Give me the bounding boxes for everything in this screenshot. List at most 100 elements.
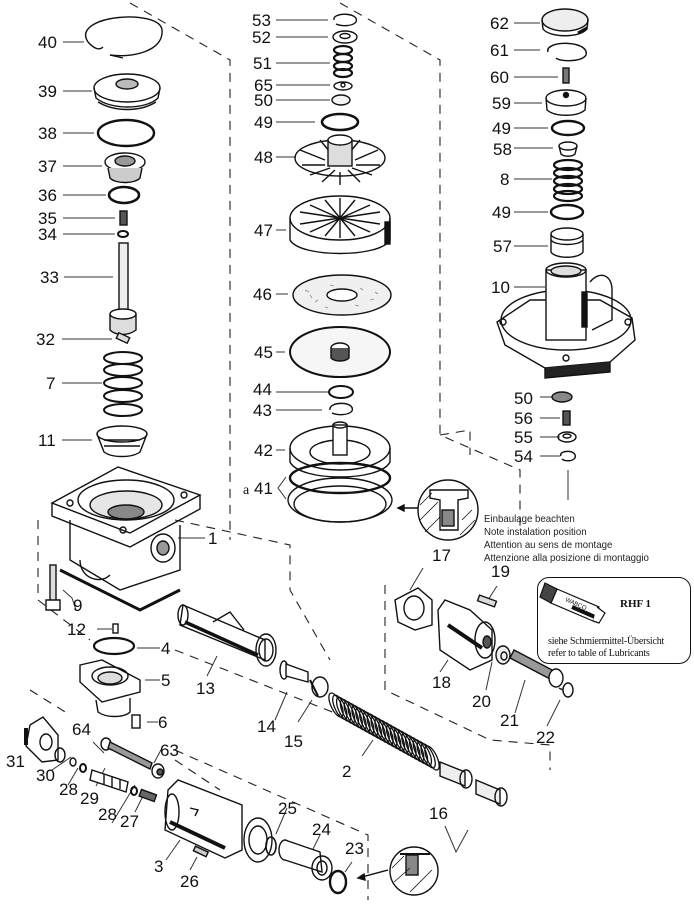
part-17-gasket xyxy=(394,587,433,631)
part-label-61: 61 xyxy=(490,41,509,60)
part-label-57: 57 xyxy=(493,237,512,256)
part-label-19: 19 xyxy=(491,562,510,581)
part-label-37: 37 xyxy=(38,157,57,176)
part-label-3: 3 xyxy=(154,857,164,876)
part-label-7: 7 xyxy=(46,374,56,393)
part-41-seal-rings xyxy=(287,461,393,523)
lubricant-ref-line-2: refer to table of Lubricants xyxy=(548,648,650,659)
part-43-circlip xyxy=(329,402,353,416)
part-label-58: 58 xyxy=(493,140,512,159)
part-36-o-ring xyxy=(107,185,141,205)
note-line-en: Note instalation position xyxy=(484,526,587,538)
part-label-42: 42 xyxy=(254,441,273,460)
part-label-46: 46 xyxy=(253,285,272,304)
part-33-piston-rod xyxy=(109,242,137,336)
part-40-circlip xyxy=(84,16,163,59)
part-label-55: 55 xyxy=(514,428,533,447)
part-34-ring xyxy=(117,230,129,238)
part-label-53: 53 xyxy=(252,11,271,30)
detail-circle-upper xyxy=(396,479,479,541)
note-line-it: Attenzione alla posizione di montaggio xyxy=(484,552,649,564)
part-label-36: 36 xyxy=(38,186,57,205)
part-label-65: 65 xyxy=(254,76,273,95)
part-61-circlip xyxy=(547,42,587,62)
part-label-30: 30 xyxy=(36,766,55,785)
part-label-64: 64 xyxy=(72,720,91,739)
part-label-47: 47 xyxy=(254,221,273,240)
part-5-flange xyxy=(79,659,141,718)
part-1-housing xyxy=(50,466,202,612)
part-62-cap xyxy=(541,8,589,37)
part-38-o-ring xyxy=(96,118,156,148)
part-65-disc xyxy=(333,81,353,91)
part-label-31: 31 xyxy=(6,752,25,771)
part-label-12: 12 xyxy=(67,620,86,639)
part-label-29: 29 xyxy=(80,789,99,808)
part-52-washer xyxy=(332,30,358,44)
part-label-28-b: 28 xyxy=(98,805,117,824)
part-label-49: 49 xyxy=(254,113,273,132)
spring-coil xyxy=(416,741,433,767)
part-label-27: 27 xyxy=(120,812,139,831)
part-label-41-prefix: a xyxy=(243,483,250,498)
part-label-18: 18 xyxy=(432,673,451,692)
part-37-valve-seat xyxy=(104,152,146,184)
part-11-spring-cup xyxy=(96,425,148,458)
part-14-piston xyxy=(279,660,309,683)
detail-circle-lower xyxy=(356,846,439,896)
part-label-6: 6 xyxy=(158,713,168,732)
part-label-20: 20 xyxy=(472,692,491,711)
part-22-cap xyxy=(558,682,574,698)
part-label-45: 45 xyxy=(254,343,273,362)
part-27-spring xyxy=(138,788,158,803)
part-label-17: 17 xyxy=(432,546,451,565)
part-label-51: 51 xyxy=(253,54,272,73)
part-64-bolt xyxy=(100,737,153,770)
part-label-62: 62 xyxy=(490,14,509,33)
part-16-guide-pieces xyxy=(439,760,508,807)
part-59-valve-cover xyxy=(545,89,587,116)
part-13-sleeve xyxy=(177,604,277,667)
part-label-50-lower: 50 xyxy=(514,389,533,408)
lubricant-ref-line-1: siehe Schmiermittel-Übersicht xyxy=(548,636,665,647)
part-label-25: 25 xyxy=(278,799,297,818)
part-label-23: 23 xyxy=(345,839,364,858)
part-54-circlip xyxy=(560,450,576,462)
part-label-50: 50 xyxy=(254,91,273,110)
part-label-24: 24 xyxy=(312,820,331,839)
part-18-cylinder-housing xyxy=(437,599,496,671)
part-label-59: 59 xyxy=(492,94,511,113)
part-label-28-a: 28 xyxy=(59,780,78,799)
part-label-11: 11 xyxy=(38,431,56,450)
part-label-39: 39 xyxy=(38,82,57,101)
part-label-34: 34 xyxy=(38,225,57,244)
part-45-diaphragm xyxy=(289,326,391,378)
part-12-screw xyxy=(112,623,119,634)
part-label-8: 8 xyxy=(500,170,510,189)
part-label-13: 13 xyxy=(196,679,215,698)
part-label-15: 15 xyxy=(284,732,303,751)
part-label-48: 48 xyxy=(254,148,273,167)
part-32-pin xyxy=(115,331,131,345)
part-label-16: 16 xyxy=(429,804,448,823)
leader-lines xyxy=(31,19,569,873)
part-label-41: 41 xyxy=(254,479,273,498)
spring-coil xyxy=(424,745,440,771)
part-2-spring xyxy=(328,692,440,771)
part-label-54: 54 xyxy=(514,447,533,466)
part-28-ring-b xyxy=(130,786,138,796)
part-47-filter-cartridge xyxy=(289,195,391,255)
part-26-screw xyxy=(192,845,210,858)
part-31-lever xyxy=(24,716,66,763)
part-20-nut xyxy=(495,645,511,665)
part-51-spring xyxy=(332,44,354,79)
part-label-32: 32 xyxy=(36,330,55,349)
part-50-valve-disc-lower xyxy=(551,391,573,403)
part-8-spring xyxy=(552,158,584,203)
part-30-ring xyxy=(69,757,77,767)
part-label-2: 2 xyxy=(342,762,352,781)
note-line-fr: Attention au sens de montage xyxy=(484,539,613,551)
part-19-screw xyxy=(476,594,498,608)
part-15-valve xyxy=(309,676,329,698)
part-49-o-ring xyxy=(320,112,360,132)
